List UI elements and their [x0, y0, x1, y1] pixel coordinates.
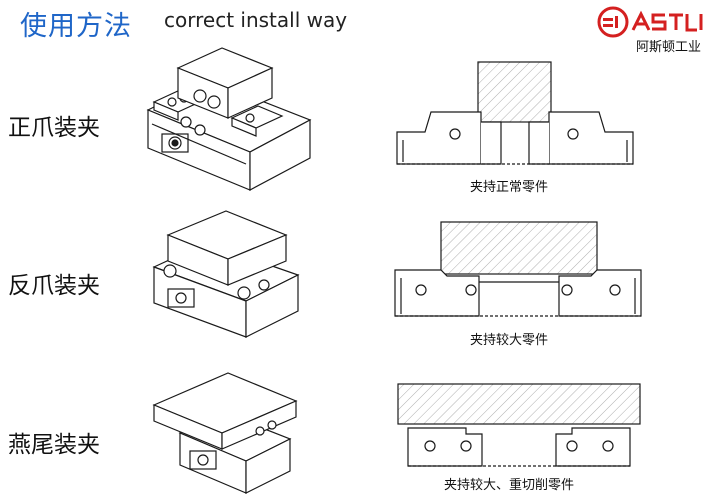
- company-logo: [597, 6, 703, 38]
- vise-iso-normal-jaw: [146, 47, 312, 191]
- vise-iso-dovetail: [152, 372, 298, 494]
- section-normal-part: [396, 61, 634, 165]
- caption-1: 夹持正常零件: [470, 180, 549, 195]
- page-subtitle: correct install way: [164, 8, 348, 32]
- section-large-part: [394, 221, 642, 317]
- company-name: 阿斯顿工业: [636, 40, 702, 55]
- row-label-3: 燕尾装夹: [8, 432, 100, 458]
- section-dovetail-part: [397, 383, 641, 467]
- row-label-1: 正爪装夹: [8, 115, 100, 141]
- vise-iso-reverse-jaw: [152, 210, 300, 338]
- page-title: 使用方法: [20, 11, 132, 42]
- row-label-2: 反爪装夹: [8, 273, 100, 299]
- caption-2: 夹持较大零件: [470, 333, 549, 348]
- caption-3: 夹持较大、重切削零件: [444, 478, 575, 493]
